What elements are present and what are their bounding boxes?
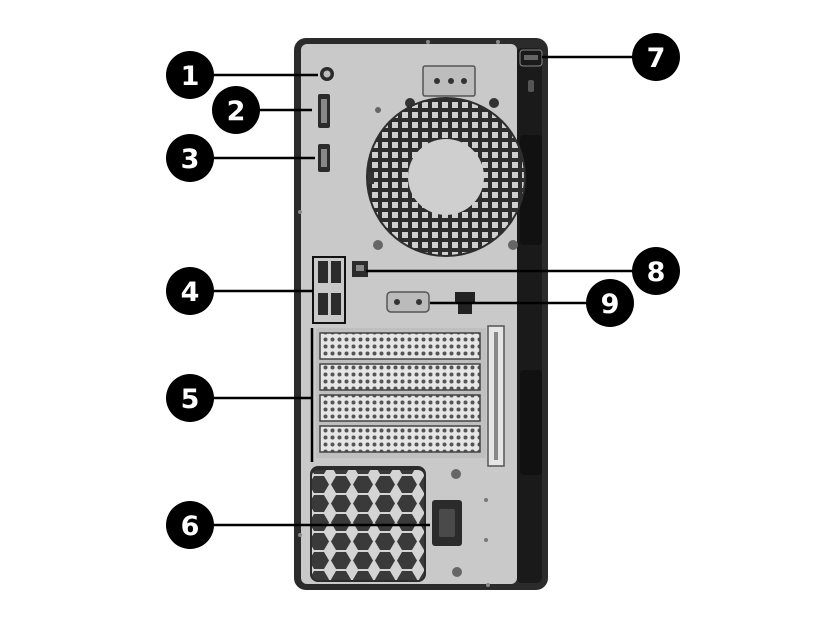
expansion-slots	[316, 325, 505, 479]
callout-9: 9	[586, 279, 634, 327]
callout-1-label: 1	[181, 61, 200, 92]
callout-3-label: 3	[181, 144, 200, 175]
callout-3: 3	[166, 134, 214, 182]
power-connector	[432, 498, 488, 546]
security-cable-slot	[519, 49, 543, 92]
callout-8: 8	[632, 247, 680, 295]
callout-8-label: 8	[647, 257, 666, 288]
callout-2: 2	[212, 86, 260, 134]
callout-4-label: 4	[181, 277, 200, 308]
audio-jack	[320, 67, 334, 81]
callout-4: 4	[166, 267, 214, 315]
callout-2-label: 2	[227, 96, 246, 127]
callout-7: 7	[632, 33, 680, 81]
callout-9-label: 9	[601, 289, 620, 320]
callout-5: 5	[166, 374, 214, 422]
rj45-network-jack	[352, 261, 368, 277]
callout-6-label: 6	[181, 511, 200, 542]
displayport-upper	[318, 94, 330, 128]
displayport-lower	[318, 144, 330, 172]
serial-port-option	[386, 291, 475, 314]
fan-grille	[366, 97, 526, 257]
callout-7-label: 7	[647, 43, 666, 74]
callout-1: 1	[166, 51, 214, 99]
callout-5-label: 5	[181, 384, 200, 415]
callout-6: 6	[166, 501, 214, 549]
